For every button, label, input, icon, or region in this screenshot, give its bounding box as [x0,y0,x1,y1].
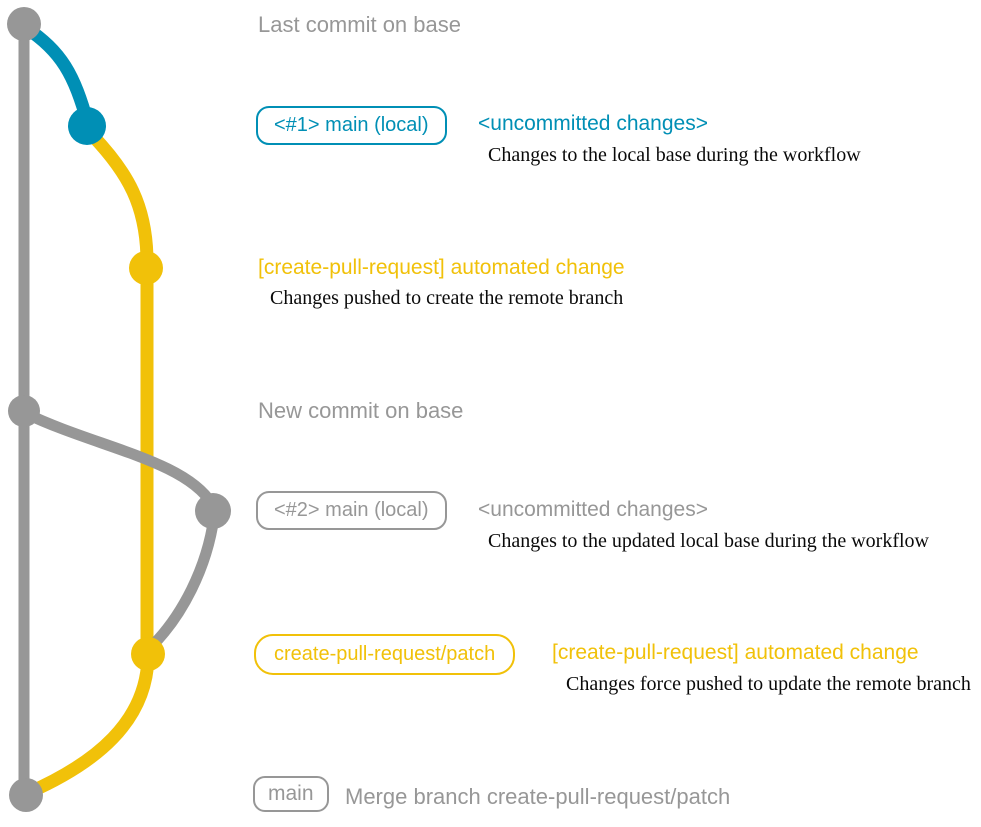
uncommitted-changes-description-2: Changes to the updated local base during… [488,530,929,552]
branch-badge-main: main [253,776,329,813]
new-commit-label: New commit on base [258,398,464,423]
uncommitted-changes-description-1: Changes to the local base during the wor… [488,144,861,166]
commit-dot-patch-1 [129,251,163,285]
uncommitted-changes-heading-1: <uncommitted changes> [478,112,708,135]
patch-branch-line [86,129,154,661]
last-commit-label: Last commit on base [258,12,461,37]
updated-local-branch-curve-upper [19,407,218,510]
automated-change-heading-2: [create-pull-request] automated change [552,641,919,664]
commit-dot-last-base [7,7,41,41]
commit-dot-local-2 [195,493,231,529]
branch-badge-main-local-1: <#1> main (local) [256,106,447,145]
automated-change-heading-1: [create-pull-request] automated change [258,256,625,279]
branch-badge-patch: create-pull-request/patch [254,634,516,675]
uncommitted-changes-heading-2: <uncommitted changes> [478,498,708,521]
merge-commit-message: Merge branch create-pull-request/patch [345,784,731,809]
branch-badge-main-local-2: <#2> main (local) [256,491,447,530]
commit-dot-merge [9,778,43,812]
patch-merge-curve [21,651,155,800]
automated-change-description-1: Changes pushed to create the remote bran… [270,287,624,309]
commit-dot-local-1 [68,107,106,145]
commit-dot-patch-2 [131,637,165,671]
commit-dot-new-base [8,395,40,427]
updated-local-branch-curve-lower [145,511,220,653]
automated-change-description-2: Changes force pushed to update the remot… [566,673,971,695]
